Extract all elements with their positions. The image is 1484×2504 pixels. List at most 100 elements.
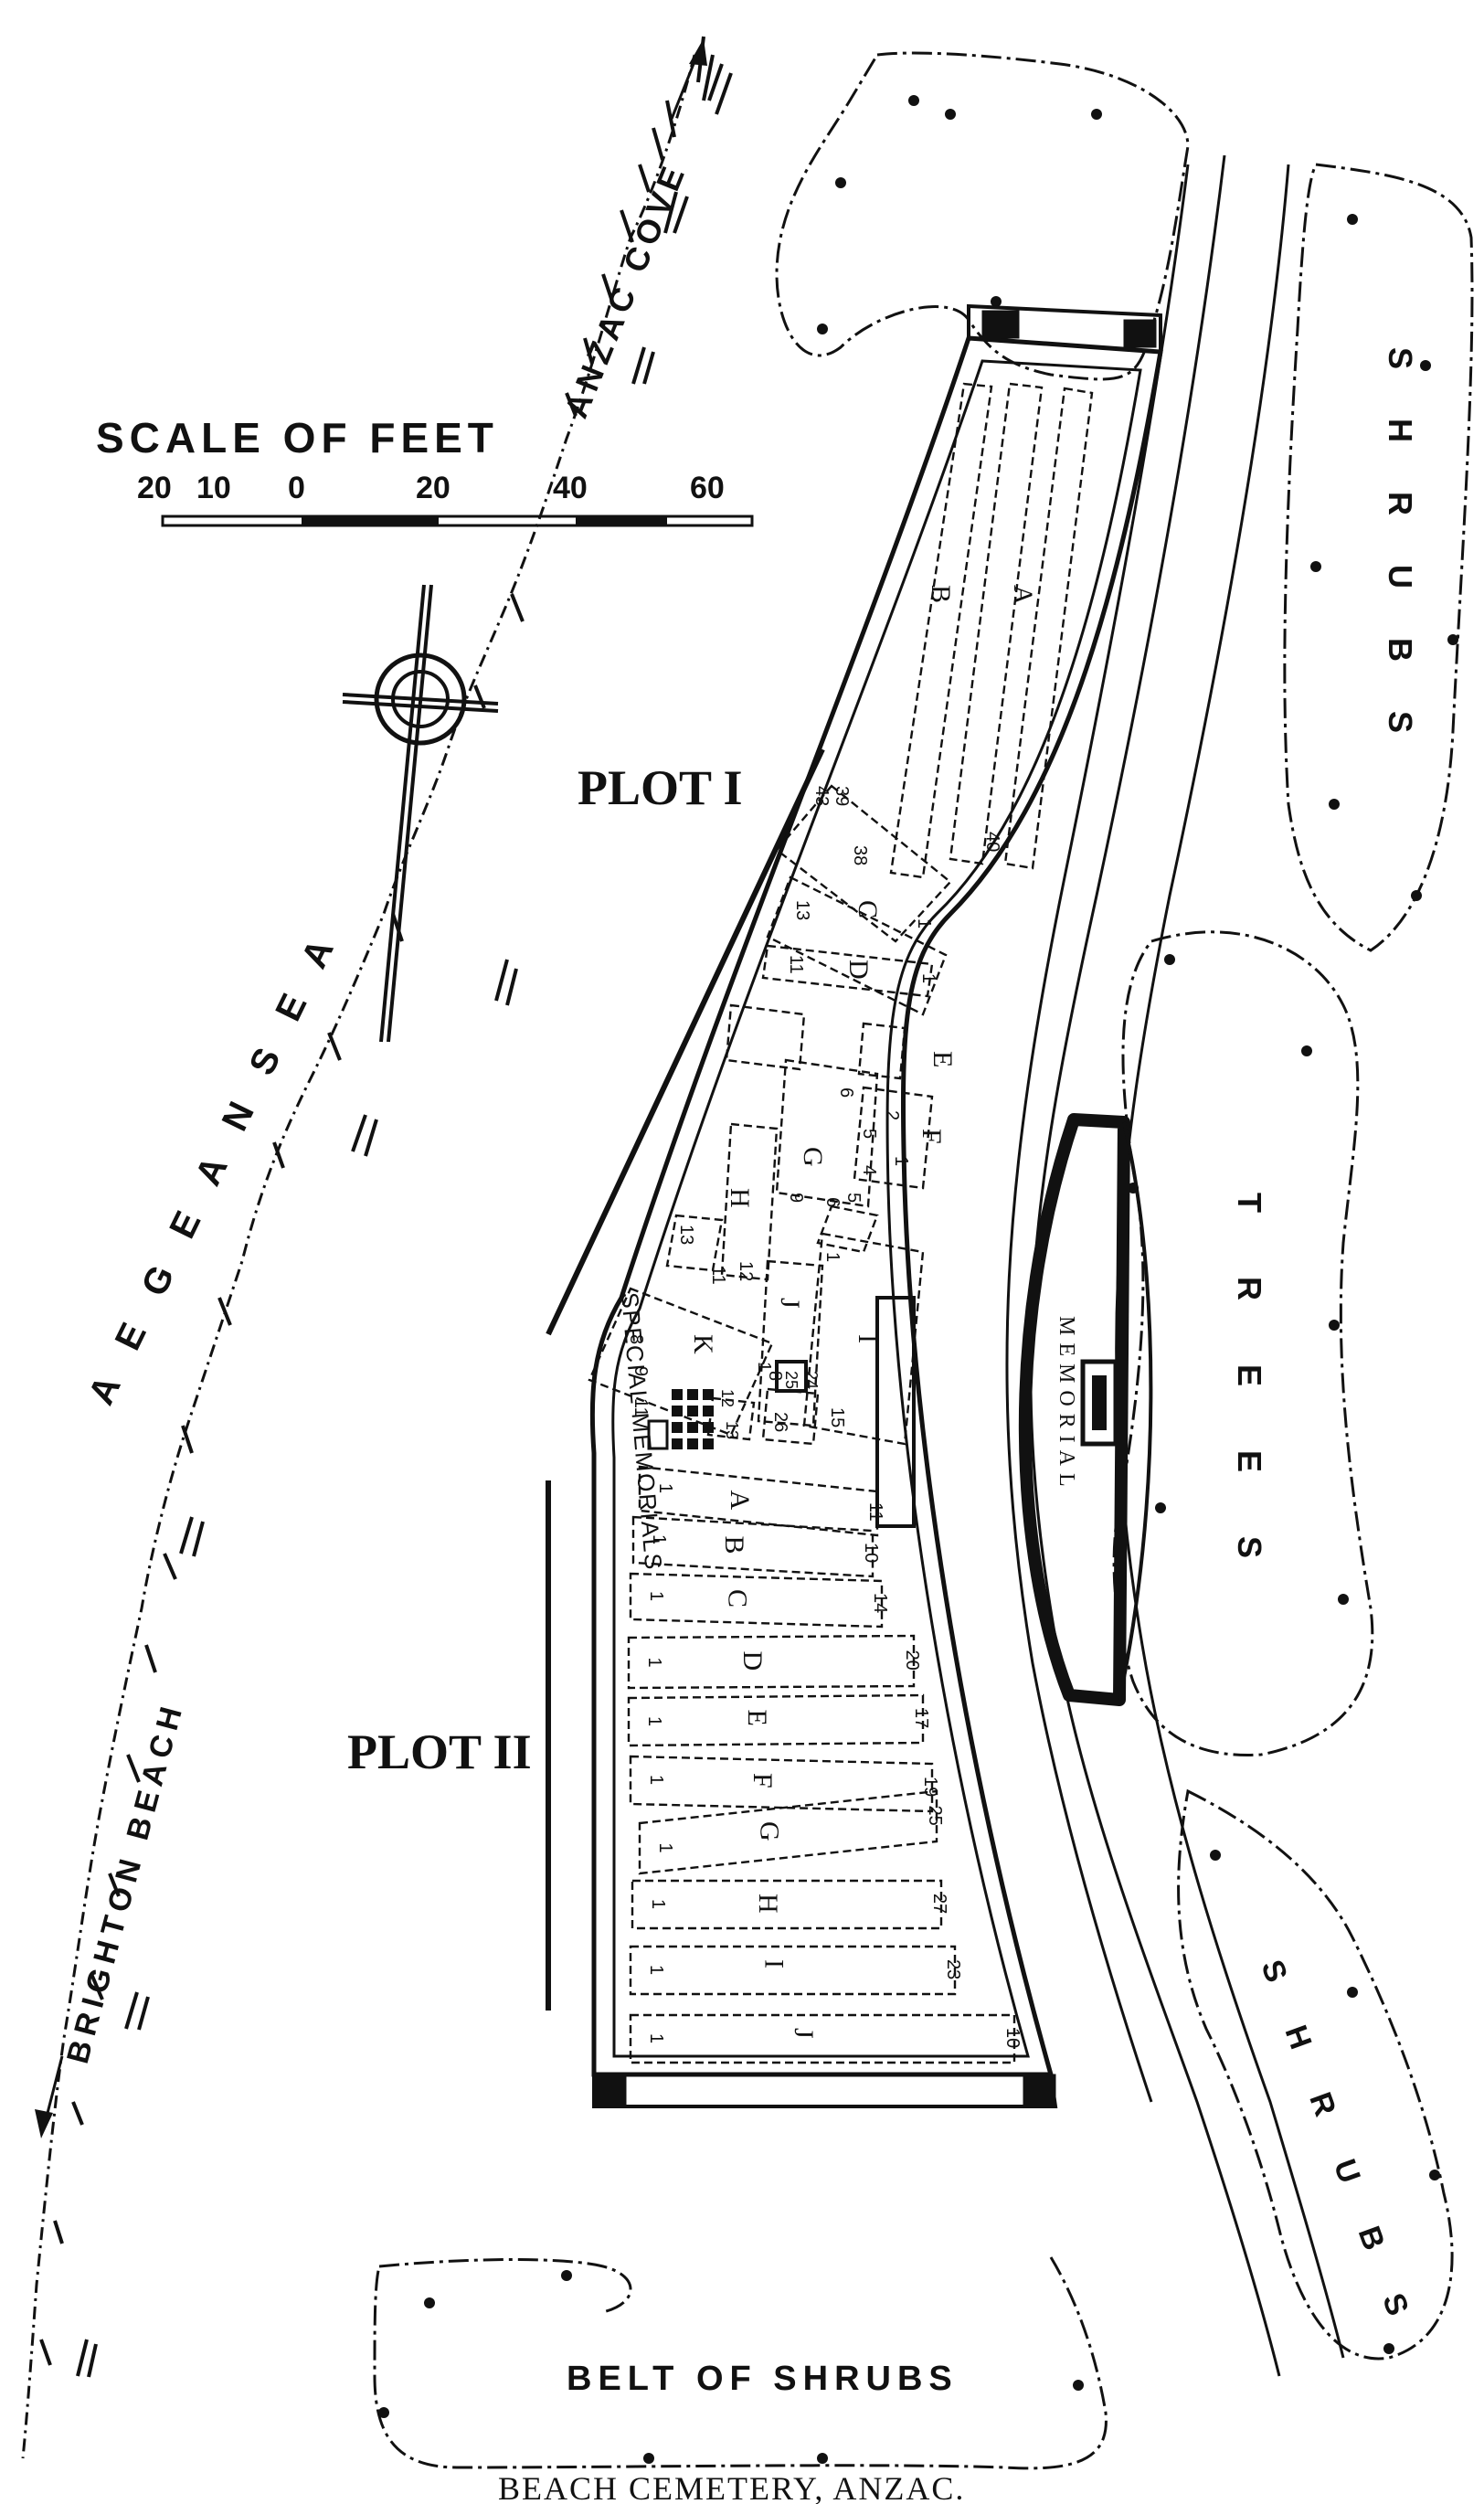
scale-tick-20a: 20 — [137, 471, 172, 505]
plot2-row-g — [638, 1789, 938, 1875]
plot2-row-end-number: 17 — [911, 1708, 931, 1728]
plot2-row-end-number: 14 — [870, 1593, 890, 1613]
plot2-row-j — [629, 2013, 1016, 2064]
plot2-row-start-number: 1 — [646, 1591, 666, 1601]
num-e2: 2 — [882, 1110, 902, 1120]
num-e1: 1 — [891, 1156, 911, 1166]
plot2-row-letter: J — [789, 2028, 819, 2039]
memorial: MEMORIAL — [1018, 1113, 1153, 1706]
num-e4: 4 — [859, 1165, 879, 1175]
plot2-row-end-number: 10 — [861, 1543, 881, 1563]
shrubs-right-label: S H R U B S — [1254, 1956, 1422, 2340]
plot2-row-f — [629, 1755, 934, 1813]
special-memorials-cluster — [647, 1389, 714, 1450]
plot2-row-start-number: 1 — [644, 1716, 664, 1726]
plot2-row-start-number: 1 — [644, 1658, 664, 1668]
num-k11: 11 — [631, 1398, 651, 1417]
plot2-row-start-number: 1 — [655, 1843, 675, 1853]
num-d11: 11 — [786, 955, 806, 974]
compass-rose-icon — [342, 584, 499, 1043]
plot2-row-end-number: 20 — [902, 1650, 922, 1671]
plot1-row-c: C — [853, 900, 883, 918]
scale-bar — [161, 515, 754, 527]
south-arrow-icon — [35, 2055, 64, 2138]
plot2-row-start-number: 1 — [655, 1483, 675, 1493]
num-h11: 11 — [708, 1266, 728, 1285]
plot2-row-a — [638, 1465, 879, 1537]
shrubs-top-label: S H R U B S — [1382, 347, 1419, 753]
plot2-row-letter: A — [725, 1491, 755, 1511]
num-g5: 5 — [843, 1193, 864, 1203]
num-i24: 24 — [802, 1371, 821, 1389]
scale-tick-60: 60 — [690, 471, 725, 505]
plot2-row-letter: E — [742, 1710, 772, 1726]
scale-of-feet: SCALE OF FEET 20 10 0 20 40 60 — [96, 414, 754, 527]
num-c13: 13 — [792, 900, 812, 920]
memorial-label: MEMORIAL — [1055, 1316, 1078, 1494]
plot2-row-letter: G — [755, 1821, 785, 1841]
num-h13: 13 — [676, 1225, 696, 1245]
plot2-row-c — [629, 1572, 884, 1629]
shrub-borders — [373, 51, 1474, 2470]
belt-of-shrubs-label: BELT OF SHRUBS — [567, 2360, 959, 2398]
plot1-row-e: E — [928, 1051, 958, 1067]
plot2-row-start-number: 1 — [646, 1965, 666, 1975]
plot2-row-end-number: 23 — [943, 1959, 963, 1979]
plot2-row-start-number: 1 — [646, 1775, 666, 1785]
plot2-row-h — [631, 1879, 943, 1930]
plot1-graves — [588, 382, 1094, 1446]
plot2-row-start-number: 1 — [648, 1899, 668, 1909]
num-k9: 9 — [631, 1366, 651, 1376]
plot1-row-g: G — [798, 1147, 828, 1167]
num-a40: 40 — [982, 832, 1002, 852]
num-j8: 8 — [765, 1371, 785, 1381]
plot1-row-h: H — [725, 1188, 755, 1208]
scale-tick-20b: 20 — [416, 471, 450, 505]
map-title: BEACH CEMETERY, ANZAC. — [498, 2470, 965, 2504]
brighton-beach-label: BRIGHTON BEACH — [60, 1697, 191, 2067]
num-k1: 1 — [754, 1362, 774, 1372]
scale-tick-40: 40 — [553, 471, 588, 505]
num-i1: 1 — [822, 1252, 843, 1262]
coastline — [21, 36, 733, 2459]
scale-tick-0: 0 — [288, 471, 305, 505]
num-b38: 38 — [850, 845, 870, 865]
plot2-row-end-number: 27 — [929, 1894, 949, 1914]
plot2-row-i — [629, 1945, 957, 1996]
plot2-row-letter: D — [737, 1651, 768, 1671]
north-arrow-icon — [670, 38, 707, 120]
plot1-label: PLOT I — [578, 760, 743, 815]
scale-heading: SCALE OF FEET — [96, 414, 499, 462]
plot2-row-start-number: 1 — [649, 1534, 669, 1544]
shrub-symbols — [378, 95, 1458, 2464]
num-e5: 5 — [859, 1129, 879, 1139]
plot1-row-f: F — [917, 1129, 947, 1144]
num-i25: 25 — [782, 1371, 800, 1389]
plot1-row-b: B — [926, 585, 956, 603]
plot1-row-d: D — [843, 960, 874, 980]
num-h12: 12 — [736, 1261, 756, 1281]
plot1-row-j: J — [775, 1298, 805, 1309]
num-k8: 8 — [626, 1334, 646, 1344]
num-d1: 1 — [918, 973, 938, 983]
num-b39: 39 — [832, 786, 852, 806]
cemetery-boundary — [546, 303, 1163, 2108]
plot2-row-start-number: 1 — [646, 2033, 666, 2043]
num-k13: 13 — [723, 1421, 741, 1439]
scale-tick-10: 10 — [196, 471, 231, 505]
num-g9: 9 — [786, 1193, 806, 1203]
plot1-labels: A B C D E F G H I J K 40 39 43 38 13 1 1… — [626, 585, 1038, 1439]
aegean-sea-label: A E G E A N S E A — [81, 921, 347, 1411]
num-i26: 26 — [770, 1412, 790, 1432]
plot2-row-d — [627, 1634, 916, 1690]
trees-label: T R E E S — [1231, 1193, 1268, 1586]
plot2-row-letter: I — [759, 1959, 790, 1968]
special-memorials-label: SPECIAL MEMORIALS — [616, 1291, 668, 1573]
plot2-row-letter: C — [723, 1589, 753, 1607]
plot1-row-i: I — [853, 1334, 883, 1343]
num-e6: 6 — [836, 1088, 856, 1098]
plot2-row-letter: F — [747, 1773, 778, 1788]
plot2-label: PLOT II — [347, 1724, 532, 1779]
